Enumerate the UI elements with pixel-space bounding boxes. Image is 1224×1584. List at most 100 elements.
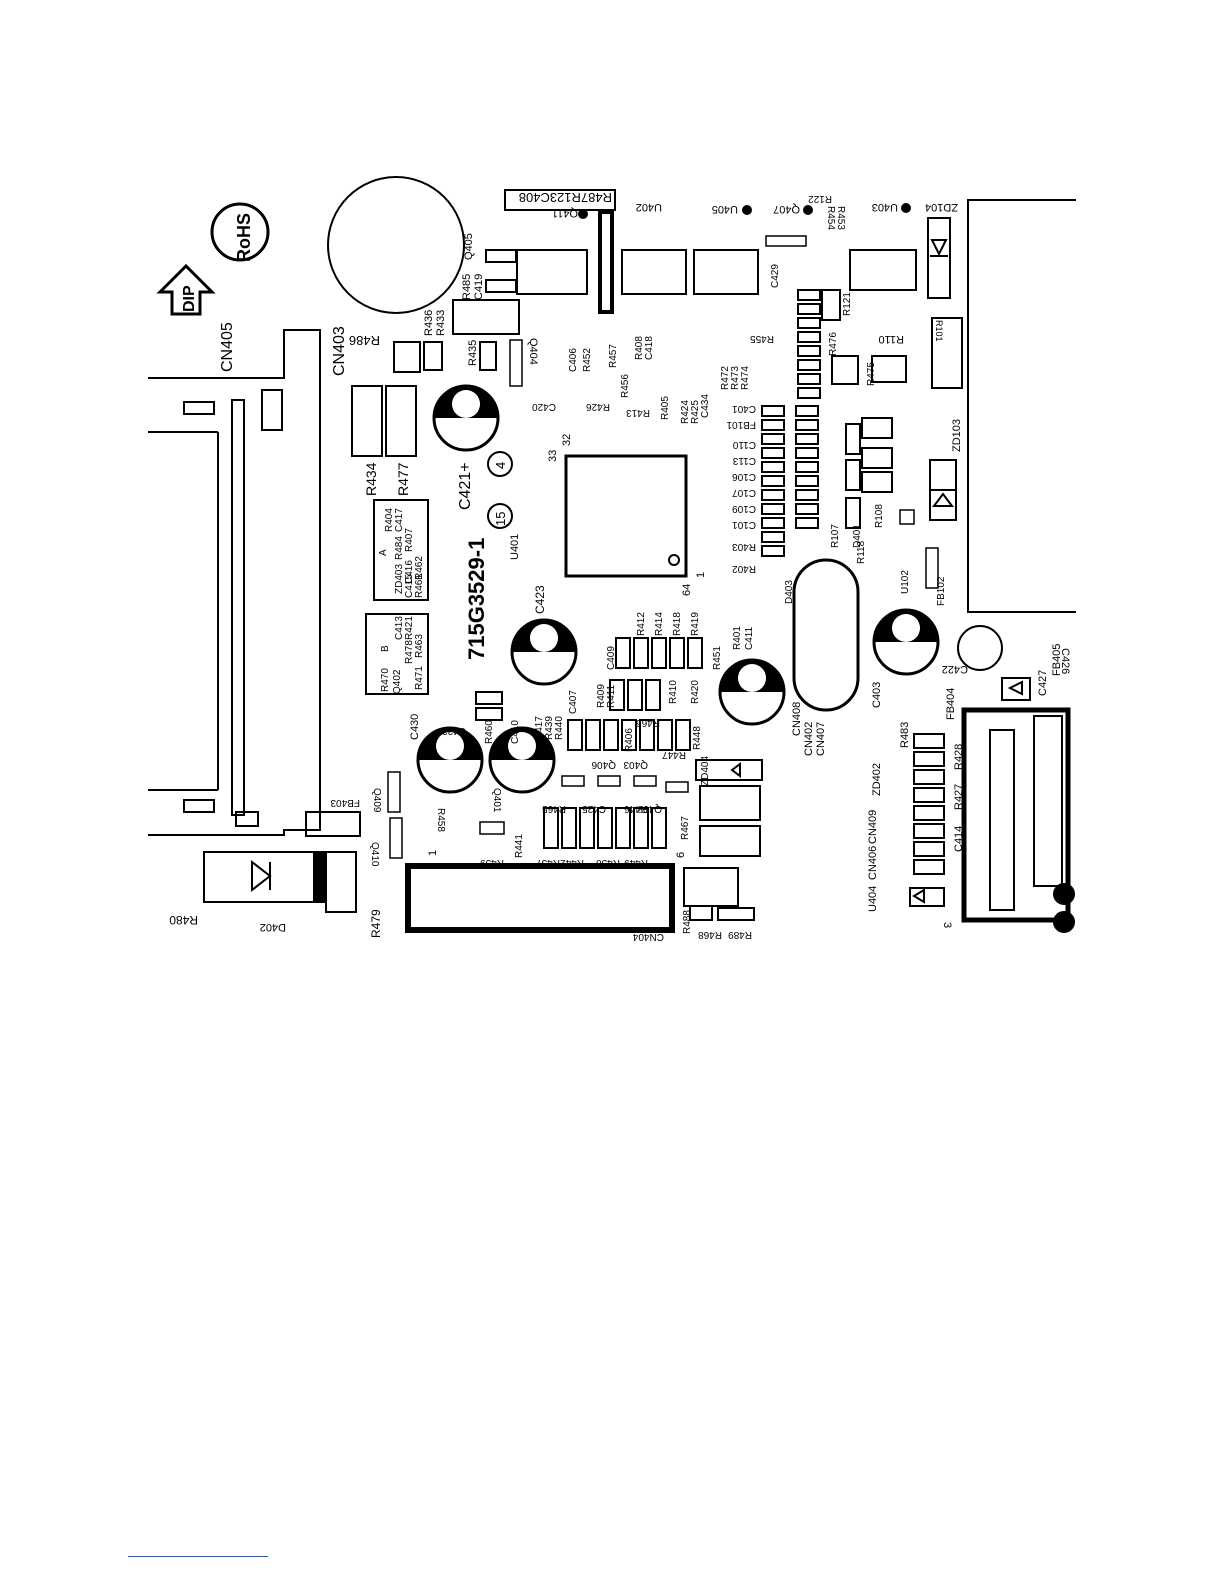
label-r428: CN409 xyxy=(867,810,879,844)
label-r440: R440 xyxy=(554,716,565,740)
label-zd104: ZD104 xyxy=(925,201,958,213)
label-c423: C423 xyxy=(533,585,547,614)
label-r478: R478 xyxy=(404,640,415,664)
label-c104: R107 xyxy=(830,524,841,548)
label-q403: Q403 xyxy=(623,759,648,770)
label-x401: D403 xyxy=(784,580,795,604)
label-q410: Q410 xyxy=(369,842,380,867)
label-c425: C425 xyxy=(582,803,606,814)
label-zd403: ZD403 xyxy=(394,564,405,594)
label-r485: R485 xyxy=(461,274,473,300)
label-fb401: R118 xyxy=(856,540,867,564)
label-r436: R436 xyxy=(423,310,435,336)
label-r446: R446 xyxy=(624,803,648,814)
label-c109: C107 xyxy=(732,487,756,498)
label-q411: Q411 xyxy=(552,207,578,219)
connector-cn402 xyxy=(909,677,1075,933)
label-fb404: R483 xyxy=(899,722,911,748)
label-c417: C417 xyxy=(394,508,405,532)
label-r409: R409 xyxy=(596,684,607,708)
label-r468: R468 xyxy=(698,929,722,940)
label-r483: ZD402 xyxy=(871,763,883,796)
label-q405: Q405 xyxy=(463,233,475,260)
label-r426: R426 xyxy=(586,401,610,412)
label-r473: R473 xyxy=(730,366,741,390)
label-r470: R470 xyxy=(380,668,391,692)
label-r405: R405 xyxy=(660,396,671,420)
label-c415: C415 xyxy=(404,574,415,598)
label-q401: Q401 xyxy=(491,788,502,813)
label-c406: C406 xyxy=(568,348,579,372)
label-r425: R425 xyxy=(690,400,701,424)
label-c428: C422 xyxy=(942,663,968,675)
label-r406: R406 xyxy=(624,728,635,752)
top-header-block: R487R123C408 Q411 U402 U405 Q407 R453 R4… xyxy=(504,189,958,314)
top-ic-outlines xyxy=(452,217,951,335)
label-r110: R475 xyxy=(866,362,877,386)
label-r412: R412 xyxy=(636,612,647,636)
label-c422: CN402 xyxy=(803,722,815,756)
label-r467: R467 xyxy=(680,816,691,840)
label-r434: R434 xyxy=(363,462,379,496)
label-u405: U405 xyxy=(712,203,738,215)
label-r403: R402 xyxy=(732,563,756,574)
label-q409: Q409 xyxy=(371,788,382,813)
label-r424: R424 xyxy=(680,400,691,424)
label-r439: R439 xyxy=(544,716,555,740)
label-r477: R477 xyxy=(395,462,411,496)
label-c409: C409 xyxy=(606,646,617,670)
label-u403: U403 xyxy=(872,201,898,213)
label-r448: R448 xyxy=(692,726,703,750)
label-c410: C410 xyxy=(510,720,521,744)
label-cn405: CN405 xyxy=(219,322,236,372)
label-r463: R463 xyxy=(414,634,425,658)
label-fb403: FB403 xyxy=(330,797,360,808)
label-c106: C113 xyxy=(732,455,756,466)
label-r122: R122 xyxy=(808,193,832,204)
label-q402: Q402 xyxy=(392,669,403,694)
label-c433: FB405 xyxy=(1051,644,1063,676)
label-c427: CN408 xyxy=(791,702,803,736)
label-c110: FB101 xyxy=(726,419,756,430)
label-r460: R460 xyxy=(484,720,495,744)
label-r489: R489 xyxy=(728,929,752,940)
label-fb405: FB404 xyxy=(945,688,957,720)
label-d403: U102 xyxy=(900,570,911,594)
label-pin1: 1 xyxy=(695,572,707,578)
label-r459: R459 xyxy=(480,857,504,868)
group-b-box: C413 R421 B R478 R463 R470 R471 Q402 xyxy=(365,613,429,695)
label-c411: C411 xyxy=(744,626,755,650)
label-r472: R472 xyxy=(720,366,731,390)
label-r475: R476 xyxy=(828,332,839,356)
label-r411: R411 xyxy=(606,684,617,708)
label-d402: D402 xyxy=(260,921,286,933)
circle-4-text: 4 xyxy=(493,462,508,469)
label-r414: R414 xyxy=(654,612,665,636)
label-c401: C401 xyxy=(732,403,756,414)
cap-c421 xyxy=(432,384,500,452)
label-c413: C413 xyxy=(394,616,405,640)
label-r121: R121 xyxy=(842,292,853,316)
label-c404: R403 xyxy=(732,541,756,552)
label-u402: U402 xyxy=(636,201,662,213)
label-r419: R419 xyxy=(690,612,701,636)
dip-text: DIP xyxy=(181,285,198,312)
label-pin32: 32 xyxy=(561,434,573,446)
label-r435: R435 xyxy=(467,340,479,366)
ic-u401: U401 33 32 64 1 xyxy=(509,434,707,596)
label-r486: R486 xyxy=(349,333,380,348)
rohs-text: RoHS xyxy=(234,213,254,262)
label-r413: R413 xyxy=(626,407,650,418)
cap-q401 xyxy=(488,726,556,794)
label-u401: U401 xyxy=(509,534,521,560)
label-r407: R407 xyxy=(404,528,415,552)
label-r401: R401 xyxy=(732,626,743,650)
dip-arrow-mark: DIP xyxy=(156,263,216,316)
bottom-components xyxy=(203,759,763,933)
part-number-text: 715G3529-1 xyxy=(464,538,489,660)
board-part-number: 715G3529-1 15 4 xyxy=(464,451,513,660)
label-r451: R451 xyxy=(712,646,723,670)
label-r404: R404 xyxy=(384,508,395,532)
label-cn407: C414 xyxy=(953,826,965,852)
mid-labels: C406 R452 R457 R408 C418 C420 R426 R456 … xyxy=(409,336,755,814)
